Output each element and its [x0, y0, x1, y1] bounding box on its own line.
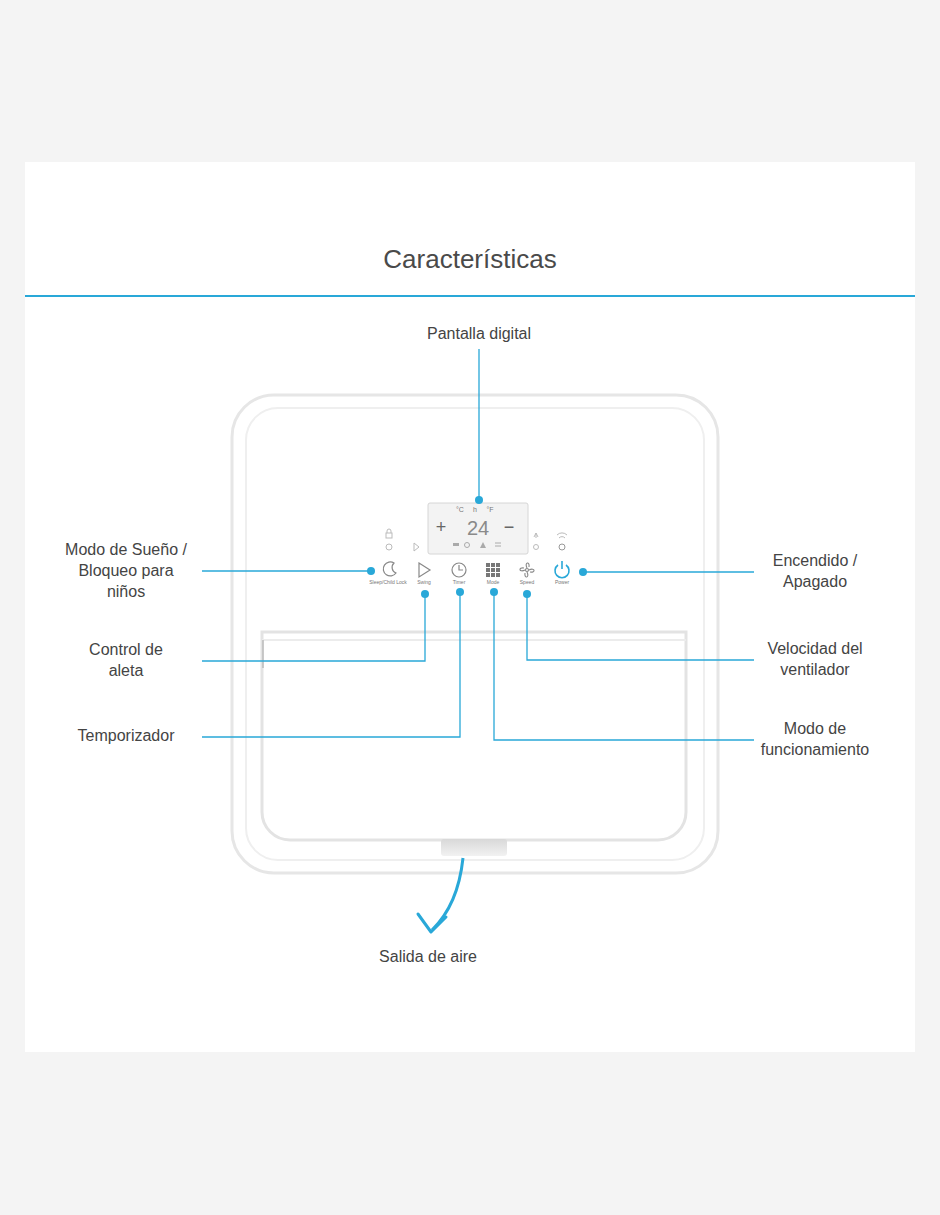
top-panel	[246, 408, 704, 860]
fan-indicator	[534, 533, 538, 538]
button-caption: Power	[555, 580, 569, 585]
swing-indicator	[414, 543, 419, 551]
air-flap-edge	[262, 640, 264, 668]
unit-symbol: °C	[456, 506, 464, 513]
display-icon	[495, 543, 501, 546]
lock-indicator	[387, 529, 391, 533]
airflow-arrowhead	[418, 914, 446, 932]
button-caption: Swing	[417, 580, 431, 585]
callout-label: Modo de funcionamiento	[753, 719, 877, 761]
power-button	[555, 561, 569, 578]
power-indicator	[559, 544, 565, 550]
timer-button	[459, 565, 463, 570]
display-icon	[480, 542, 486, 548]
callout-label: Encendido / Apagado	[766, 551, 864, 593]
button-caption: Speed	[520, 580, 534, 585]
lock-indicator	[386, 533, 392, 538]
display-button: −	[504, 516, 515, 539]
button-caption: Mode	[487, 580, 500, 585]
display-digits: 24	[467, 515, 489, 541]
callout-label: Modo de Sueño / Bloqueo para niños	[64, 540, 188, 602]
leader-line	[202, 349, 754, 740]
device-housing	[232, 395, 718, 873]
unit-symbol: h	[473, 506, 477, 513]
callout-label: Velocidad del ventilador	[759, 639, 871, 681]
airflow-arrow	[432, 858, 463, 930]
sleep-indicator	[386, 544, 392, 550]
fan-indicator	[534, 545, 539, 550]
title-rule	[25, 295, 915, 297]
mode-button	[486, 563, 500, 577]
speed-button	[520, 563, 534, 577]
button-caption: Timer	[453, 580, 466, 585]
display-icon	[465, 543, 470, 548]
callout-label: Temporizador	[78, 726, 175, 747]
callout-label: Pantalla digital	[427, 324, 531, 345]
display-button: +	[436, 516, 447, 539]
unit-symbol: °F	[486, 506, 493, 513]
air-outlet	[441, 839, 507, 856]
callout-label: Salida de aire	[379, 947, 477, 968]
timer-button	[452, 563, 466, 577]
display-icon	[453, 543, 459, 546]
air-flap	[262, 632, 686, 840]
wifi-indicator	[557, 533, 567, 538]
air-flap-edge	[262, 639, 686, 641]
sleep-button	[383, 562, 396, 576]
leader-dot	[367, 496, 587, 598]
title: Características	[383, 243, 556, 277]
card-background	[25, 162, 915, 1052]
display-frame	[428, 503, 528, 554]
button-caption: Sleep/Child Lock	[369, 580, 407, 585]
callout-label: Control de aleta	[85, 640, 167, 682]
swing-button	[419, 563, 430, 577]
